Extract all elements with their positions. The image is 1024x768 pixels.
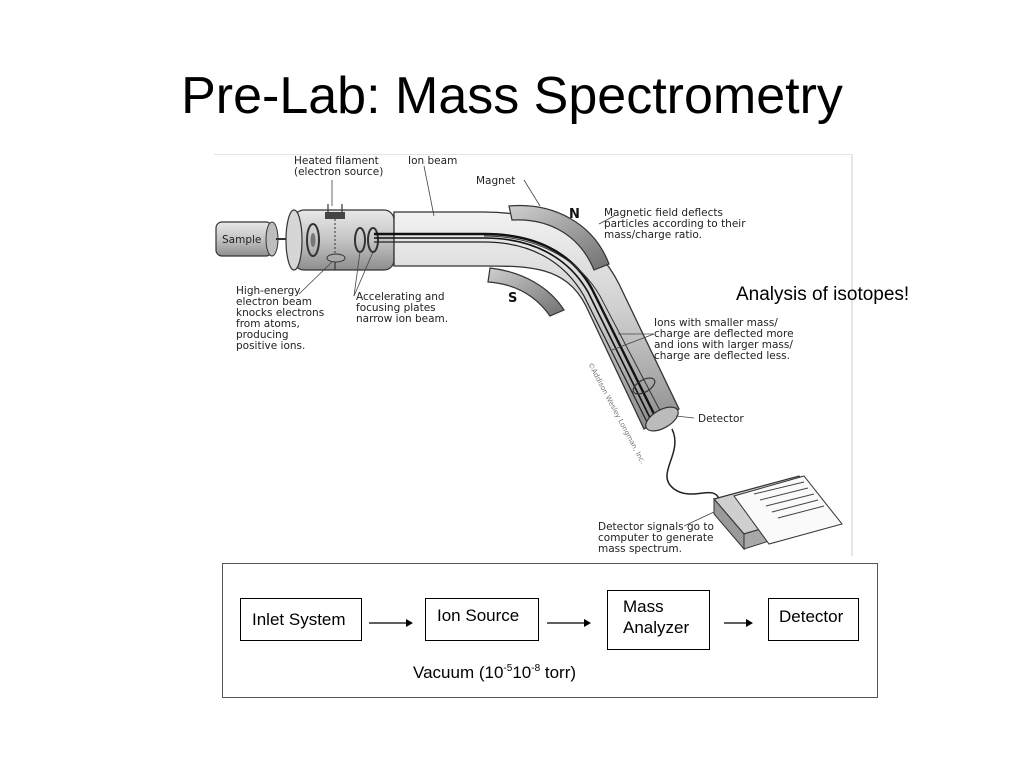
annotation-ion-beam: Ion beam [408,155,457,167]
detector-signals-line-2: computer to generate [598,532,713,544]
isotopes-note: Analysis of isotopes! [736,284,910,305]
vacuum-exponent-1: -5 [503,663,513,674]
ions-deflected-line-4: charge are deflected less. [654,350,790,362]
arrow-icon [724,619,753,627]
arrow-icon [547,619,591,627]
annotation-accelerating: Accelerating and focusing plates narrow … [356,291,448,325]
magnetic-field-line-3: mass/charge ratio. [604,229,702,241]
high-energy-line-5: producing [236,329,289,341]
sample-chamber [215,221,292,257]
annotation-high-energy: High-energy electron beam knocks electro… [236,285,324,352]
stage-mass-analyzer: Mass Analyzer [607,590,710,650]
vacuum-suffix: torr) [540,663,577,682]
vacuum-middle: 10 [512,663,532,682]
high-energy-line-1: High-energy [236,285,301,297]
ion-source-chamber [285,204,395,271]
stage-inlet-system: Inlet System [240,598,362,641]
high-energy-line-6: positive ions. [236,340,305,352]
sample-label: Sample [222,234,261,246]
annotation-detector: Detector [698,413,744,425]
high-energy-line-4: from atoms, [236,318,300,330]
magnet-label: Magnet [476,175,515,187]
detector-signals-line-1: Detector signals go to [598,521,714,533]
annotation-heated-filament: Heated filament (electron source) [294,155,383,178]
high-energy-line-3: knocks electrons [236,307,324,319]
ions-deflected-line-1: Ions with smaller mass/ [654,317,778,329]
stage-detector: Detector [768,598,859,641]
magnet-north-label: N [569,207,580,222]
detector-label: Detector [698,413,744,425]
heated-filament-line-1: Heated filament [294,155,379,167]
magnet-south: S [487,267,565,317]
ion-beam-label: Ion beam [408,155,457,167]
accelerating-line-2: focusing plates [356,302,436,314]
detector-signals-line-3: mass spectrum. [598,543,682,555]
slide-title: Pre-Lab: Mass Spectrometry [181,67,843,125]
stage-ion-source: Ion Source [425,598,539,641]
vacuum-exponent-2: -8 [531,663,541,674]
annotation-ions-deflected: Ions with smaller mass/ charge are defle… [654,317,794,362]
stage-mass-analyzer-label-line-2: Analyzer [623,618,690,637]
magnetic-field-line-2: particles according to their [604,218,746,230]
annotation-sample: Sample [222,234,261,246]
diagram-drawing: N S [214,154,853,556]
annotation-detector-signals: Detector signals go to computer to gener… [598,521,714,555]
stage-mass-analyzer-label-line-1: Mass [623,597,664,616]
stage-inlet-system-label: Inlet System [252,610,346,629]
annotation-magnetic-field: Magnetic field deflects particles accord… [604,207,746,241]
instrument-flow-diagram: Inlet System Ion Source Mass Analyzer De… [222,563,878,698]
heated-filament-line-2: (electron source) [294,166,383,178]
recorder-device [712,475,843,551]
arrow-icon [369,619,413,627]
high-energy-line-2: electron beam [236,296,312,308]
mass-spectrometer-diagram: N S [214,154,854,556]
flight-tube [374,211,680,432]
stage-detector-label: Detector [779,607,844,626]
ions-deflected-line-3: and ions with larger mass/ [654,339,793,351]
magnet-south-label: S [508,291,517,306]
vacuum-range: Vacuum (10-510-8 torr) [413,662,576,683]
ions-deflected-line-2: charge are deflected more [654,328,794,340]
magnetic-field-line-1: Magnetic field deflects [604,207,723,219]
annotation-magnet: Magnet [476,175,515,187]
vacuum-prefix: Vacuum (10 [413,663,504,682]
stage-ion-source-label: Ion Source [437,606,520,625]
accelerating-line-1: Accelerating and [356,291,445,303]
accelerating-line-3: narrow ion beam. [356,313,448,325]
magnet-north: N [508,204,610,271]
